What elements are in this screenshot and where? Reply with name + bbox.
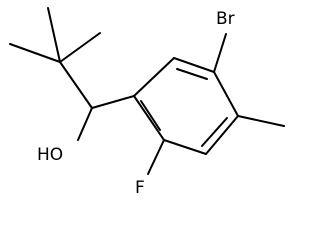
- ring-bond-c1-c2: [133, 57, 175, 97]
- ring-bond-c3-c4: [213, 71, 239, 117]
- bond-carbinol-to-hydroxyl: [77, 107, 93, 141]
- bond-ring-to-bromine: [213, 33, 227, 73]
- bond-quaternary-carbon-methyl-top: [47, 7, 61, 63]
- bond-carbinol-to-ring: [91, 95, 135, 109]
- bond-quaternary-carbon-to-carbinol: [59, 61, 93, 109]
- ring-bond-c5-c6: [163, 139, 207, 155]
- bond-ring-to-fluorine: [147, 139, 165, 175]
- molecule-structure-diagram: Br HO F: [9, 7, 285, 198]
- structure-svg: Br HO F: [9, 7, 285, 198]
- bond-quaternary-carbon-methyl-right: [59, 32, 101, 63]
- fluorine-label: F: [135, 178, 145, 198]
- bromine-label: Br: [216, 9, 235, 29]
- ring-double-bond-inner-c4-c5: [201, 117, 228, 147]
- bond-ring-to-methyl: [237, 115, 285, 127]
- ring-bond-c4-c5: [205, 115, 239, 155]
- ring-double-bond-inner-c6-c1: [140, 100, 161, 131]
- ring-bond-c6-c1: [133, 95, 165, 141]
- ring-bond-c2-c3: [173, 57, 215, 73]
- hydroxyl-label: HO: [37, 145, 63, 165]
- bond-quaternary-carbon-methyl-left: [9, 43, 61, 63]
- ring-double-bond-inner-c2-c3: [176, 68, 208, 80]
